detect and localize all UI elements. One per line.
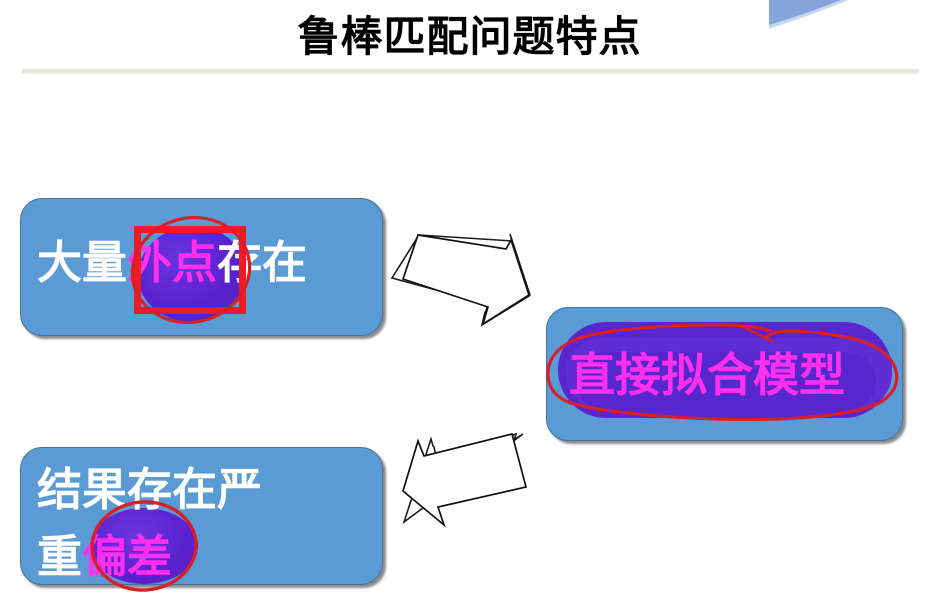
box-model-text: 直接拟合模型 xyxy=(569,348,845,402)
title-divider xyxy=(22,69,919,74)
page-title: 鲁棒匹配问题特点 xyxy=(297,12,642,61)
box-model[interactable]: 直接拟合模型 xyxy=(546,307,903,441)
block-arrow-left-icon xyxy=(402,432,528,528)
red-rectangle-annotation xyxy=(134,226,246,314)
box-deviation-text: 结果存在严重偏差 xyxy=(37,456,367,590)
text-line-2-highlight: 偏差 xyxy=(82,530,173,583)
arrow-model-to-deviation xyxy=(402,432,524,525)
text-line-1: 结果存在严 xyxy=(37,463,263,516)
block-arrow-right-icon xyxy=(401,234,531,326)
text-segment-plain-1: 大量 xyxy=(37,236,128,289)
box-deviation[interactable]: 结果存在严重偏差 xyxy=(20,447,383,585)
text-line-2-prefix: 重 xyxy=(37,530,83,583)
arrow-outliers-to-model xyxy=(390,233,531,327)
